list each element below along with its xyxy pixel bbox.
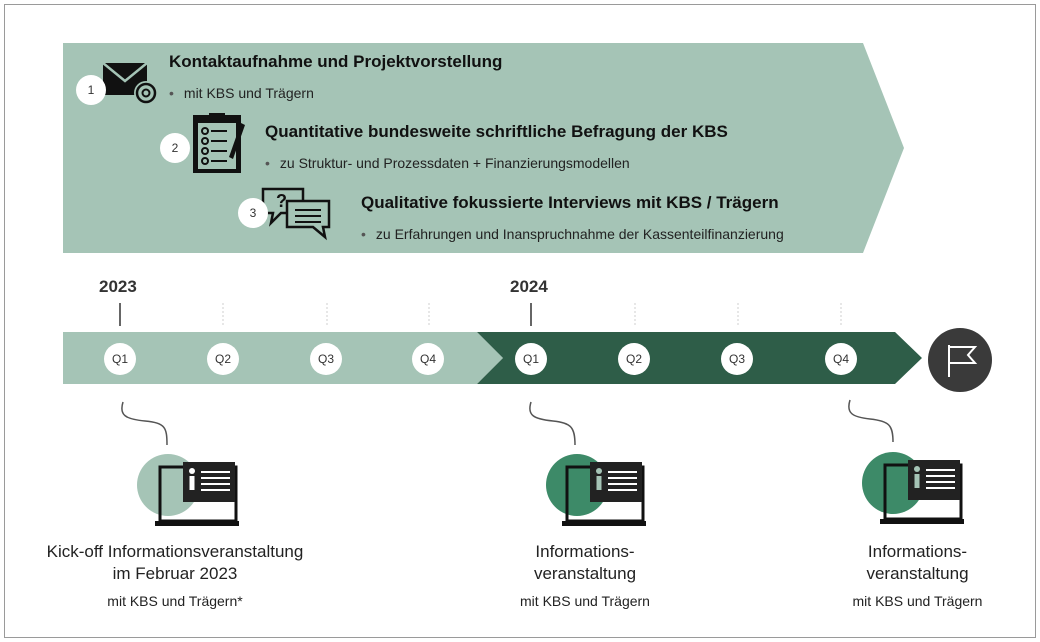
envelope-at-icon	[102, 62, 158, 105]
presentation-icon-1	[137, 454, 239, 526]
event-2-sub: mit KBS und Trägern	[520, 593, 650, 609]
quarter-2024-q1: Q1	[515, 343, 547, 375]
event-3-line2: veranstaltung	[866, 564, 969, 583]
presentation-icon-2	[546, 454, 646, 526]
quarter-2023-q4: Q4	[412, 343, 444, 375]
event-3-sub: mit KBS und Trägern	[852, 593, 983, 609]
event-1-sub: mit KBS und Trägern*	[107, 593, 243, 609]
year-2023: 2023	[99, 277, 137, 296]
presentation-icon-3	[862, 452, 964, 524]
step-2-bullet: •zu Struktur- und Prozessdaten + Finanzi…	[265, 155, 630, 171]
step-2-bullet-text: zu Struktur- und Prozessdaten + Finanzie…	[279, 155, 630, 171]
quarter-2023-q2: Q2	[207, 343, 239, 375]
step-1-bullet: •mit KBS und Trägern	[169, 85, 314, 101]
diagram-shapes: ?	[63, 43, 992, 526]
connector-1	[121, 401, 168, 446]
quarter-separators	[222, 303, 842, 326]
checklist-icon	[193, 113, 245, 173]
quarter-2024-q4: Q4	[825, 343, 857, 375]
step-3-title: Qualitative fokussierte Interviews mit K…	[361, 193, 779, 212]
bubble-lines	[295, 209, 321, 223]
step-1-bullet-text: mit KBS und Trägern	[183, 85, 314, 101]
step-2-title: Quantitative bundesweite schriftliche Be…	[265, 122, 728, 141]
step-1-title: Kontaktaufnahme und Projektvorstellung	[169, 52, 503, 71]
event-2-line2: veranstaltung	[533, 564, 637, 583]
event-info-2024: Informations- veranstaltung mit KBS und …	[460, 541, 710, 609]
quarter-2024-q3: Q3	[721, 343, 753, 375]
timeline-2023-segment	[63, 332, 503, 384]
step-3-bullet: •zu Erfahrungen und Inanspruchnahme der …	[361, 226, 784, 242]
event-1-line1: Kick-off Informationsveranstaltung	[46, 542, 304, 561]
connector-3	[848, 399, 894, 443]
flag-circle	[928, 328, 992, 392]
quarter-2023-q3: Q3	[310, 343, 342, 375]
flag-icon	[948, 345, 978, 377]
step-number-3: 3	[238, 198, 268, 228]
quarter-2024-q2: Q2	[618, 343, 650, 375]
connector-2	[529, 401, 576, 446]
step-number-1: 1	[76, 75, 106, 105]
event-1-line2: im Februar 2023	[112, 564, 238, 583]
question-mark-icon: ?	[276, 191, 287, 211]
diagram-frame: ? 1 2 3 Kontaktaufnahme und Projektvorst…	[4, 4, 1036, 638]
event-2-line1: Informations-	[535, 542, 635, 561]
event-info-2024-q4: Informations- veranstaltung mit KBS und …	[795, 541, 1035, 609]
event-3-line1: Informations-	[867, 542, 968, 561]
year-2024: 2024	[510, 277, 548, 296]
timeline-2024-segment	[477, 332, 922, 384]
step-3-bullet-text: zu Erfahrungen und Inanspruchnahme der K…	[375, 226, 784, 242]
event-kickoff: Kick-off Informationsveranstaltung im Fe…	[25, 541, 325, 609]
step-number-2: 2	[160, 133, 190, 163]
quarter-2023-q1: Q1	[104, 343, 136, 375]
